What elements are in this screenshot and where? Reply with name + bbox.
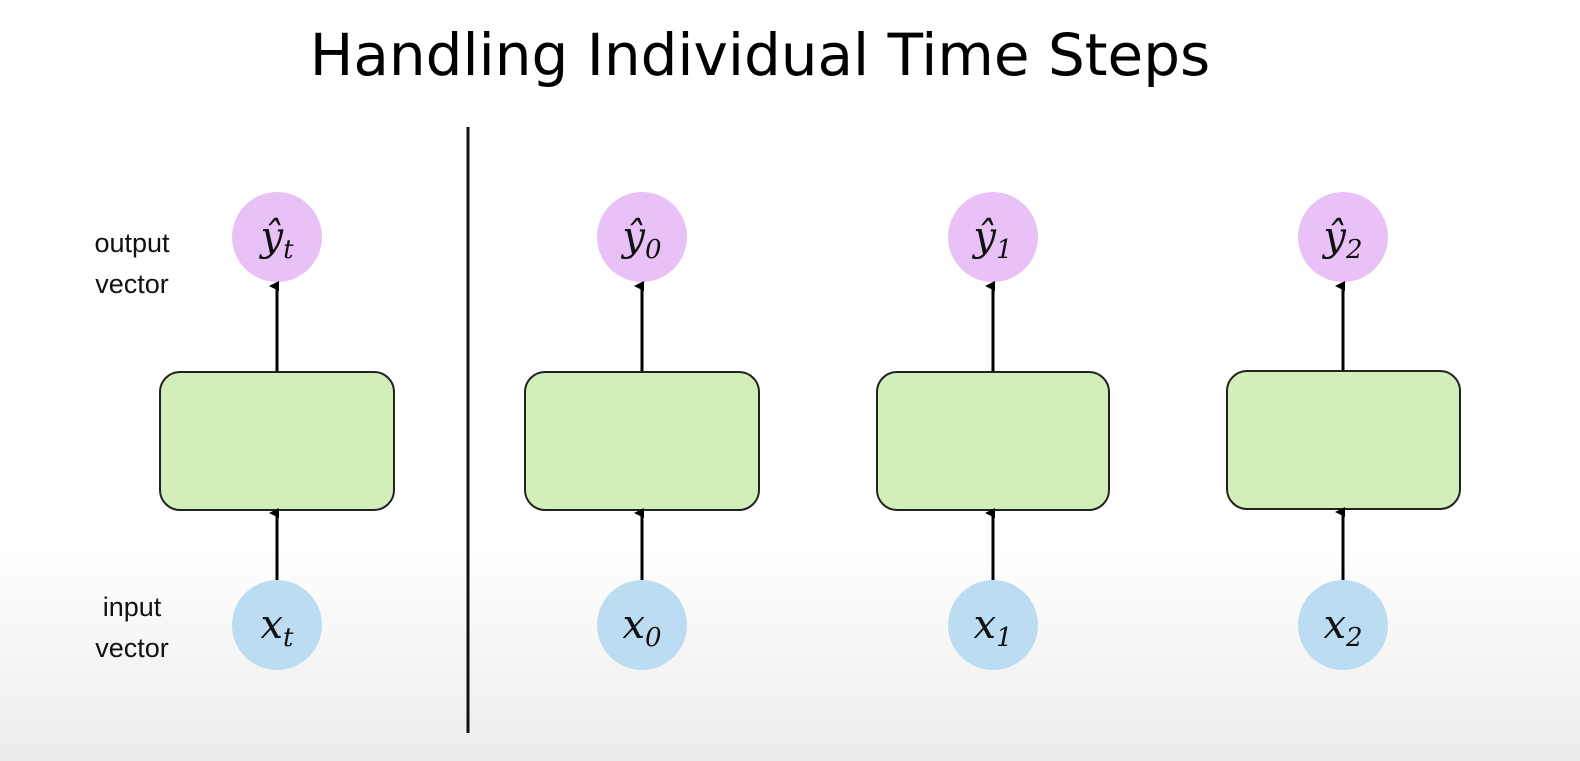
input-node [948, 580, 1038, 670]
output-symbol: ŷ2 [1321, 214, 1362, 265]
rnn-cell [876, 371, 1110, 511]
input-symbol: x0 [622, 602, 661, 653]
rnn-single-step: ŷt xt [159, 192, 395, 670]
rnn-step-1: ŷ1 x1 [876, 192, 1110, 670]
input-node [597, 580, 687, 670]
rnn-step-0: ŷ0 x0 [524, 192, 760, 670]
output-node [948, 192, 1038, 282]
output-node [1298, 192, 1388, 282]
output-label-line2: vector [95, 269, 169, 299]
input-node [1298, 580, 1388, 670]
output-symbol: ŷt [258, 214, 294, 265]
rnn-step-2: ŷ2 x2 [1226, 192, 1461, 670]
slide-title: Handling Individual Time Steps [310, 21, 1211, 89]
input-label-line2: vector [95, 633, 169, 663]
rnn-cell [524, 371, 760, 511]
input-node [232, 580, 322, 670]
input-symbol: xt [260, 602, 294, 653]
input-symbol: x1 [973, 602, 1012, 653]
output-node [597, 192, 687, 282]
input-symbol: x2 [1323, 602, 1362, 653]
output-symbol: ŷ0 [620, 214, 661, 265]
output-label-line1: output [94, 228, 170, 258]
rnn-cell [159, 371, 395, 511]
rnn-cell [1226, 370, 1461, 510]
input-label-line1: input [103, 592, 162, 622]
output-symbol: ŷ1 [971, 214, 1012, 265]
output-node [232, 192, 322, 282]
